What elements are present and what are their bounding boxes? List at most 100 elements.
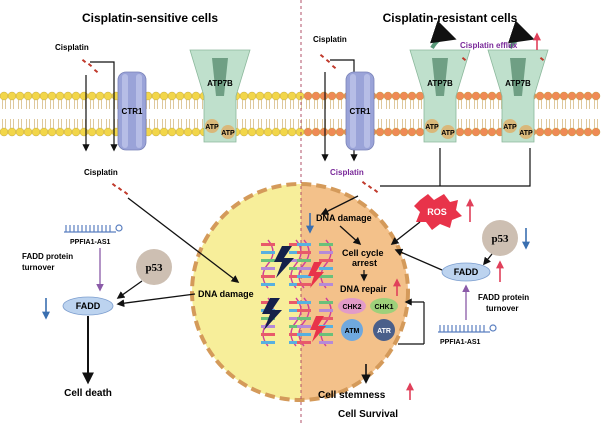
lipid-tail	[386, 100, 390, 109]
lipid-tail	[458, 100, 462, 109]
cisplatin-molecules-right	[319, 53, 337, 70]
lipid-tail	[570, 100, 574, 109]
lipid-head	[375, 127, 385, 137]
dna-base-pair	[289, 325, 303, 328]
lipid-tail	[58, 119, 62, 128]
lipid-tail	[66, 119, 70, 128]
lipid-head	[279, 91, 289, 101]
lipid-tail	[146, 119, 150, 128]
lipid-tail	[186, 119, 190, 128]
dna-damage-right: DNA damage	[316, 213, 372, 223]
lipid-tail	[306, 119, 310, 128]
lipid-tail	[490, 119, 494, 128]
dna-base-pair	[297, 267, 311, 270]
dna-base-pair	[297, 259, 311, 262]
dna-base-pair	[319, 341, 333, 344]
dna-base-pair	[319, 243, 333, 246]
atm-protein	[341, 319, 363, 341]
lipid-tail	[170, 100, 174, 109]
lipid-tail	[306, 100, 310, 109]
atr-label: ATR	[377, 328, 391, 335]
lipid-tail	[330, 100, 334, 109]
lipid-head	[55, 127, 65, 137]
lipid-tail	[42, 100, 46, 109]
lipid-head	[567, 127, 577, 137]
lipid-tail	[546, 119, 550, 128]
fadd-turnover-label-right-1: FADD protein	[478, 293, 529, 302]
lipid-head	[559, 91, 569, 101]
lipid-tail	[538, 119, 542, 128]
arrow-p53-to-fadd-left	[116, 280, 143, 299]
atp-label-right-2a: ATP	[503, 124, 517, 131]
lipid-head	[543, 91, 553, 101]
lipid-head	[255, 91, 265, 101]
chk2-protein	[338, 298, 366, 314]
lipid-head	[183, 91, 193, 101]
lipid-tail	[26, 119, 30, 128]
atm-label: ATM	[345, 328, 360, 335]
ros-label: ROS	[427, 207, 447, 217]
lipid-tail	[34, 100, 38, 109]
dna-backbone	[320, 297, 332, 347]
lipid-tail	[250, 119, 254, 128]
lipid-tail	[578, 100, 582, 109]
dna-backbone	[298, 297, 310, 347]
cisplatin-molecules-left	[81, 58, 99, 74]
lipid-head	[63, 127, 73, 137]
chk1-protein	[370, 298, 398, 314]
dna-repair-label: DNA repair	[340, 284, 387, 294]
dna-base-pair	[261, 267, 275, 270]
lipid-tail	[162, 119, 166, 128]
lipid-head	[455, 127, 465, 137]
lipid-tail	[498, 100, 502, 109]
lipid-head	[311, 91, 321, 101]
lipid-tail	[154, 119, 158, 128]
dna-base-pair	[289, 275, 303, 278]
atp-label-right-1a: ATP	[425, 124, 439, 131]
atp-label-right-1b: ATP	[441, 130, 455, 137]
lipid-head	[487, 127, 497, 137]
lipid-head	[535, 127, 545, 137]
dna-base-pair	[319, 317, 333, 320]
lipid-head	[159, 127, 169, 137]
lipid-head	[191, 127, 201, 137]
lipid-tail	[418, 119, 422, 128]
lipid-tail	[378, 119, 382, 128]
lipid-head	[319, 91, 329, 101]
dna-base-pair	[319, 283, 333, 286]
lipid-head	[191, 91, 201, 101]
lipid-tail	[554, 100, 558, 109]
lipid-tail	[2, 119, 6, 128]
lipid-tail	[482, 100, 486, 109]
lipid-tail	[18, 100, 22, 109]
lipid-tail	[498, 119, 502, 128]
lipid-head	[399, 91, 409, 101]
lipid-tail	[10, 119, 14, 128]
arrow-cisplatin-to-dna-right	[320, 195, 359, 215]
lipid-tail	[42, 119, 46, 128]
title-resistant: Cisplatin-resistant cells	[383, 11, 518, 25]
cell-cycle-label-1: Cell cycle	[342, 248, 384, 258]
lipid-head	[391, 127, 401, 137]
atp-label-left-1: ATP	[205, 124, 219, 131]
lipid-head	[39, 127, 49, 137]
bracket-to-atp7b-2	[380, 148, 531, 187]
lipid-tail	[490, 100, 494, 109]
dna-base-pair	[297, 275, 311, 278]
lipid-tail	[66, 100, 70, 109]
lipid-tail	[178, 100, 182, 109]
lipid-head	[151, 127, 161, 137]
dna-base-pair	[319, 259, 333, 262]
lipid-tail	[258, 100, 262, 109]
lipid-tail	[290, 100, 294, 109]
dna-base-pair	[289, 309, 303, 312]
lipid-tail	[546, 100, 550, 109]
arrow-fadd-to-cell-cycle	[394, 248, 443, 271]
lipid-head	[407, 91, 417, 101]
lipid-tail	[282, 100, 286, 109]
dna-base-pair	[297, 301, 311, 304]
lipid-head	[47, 91, 57, 101]
lipid-head	[79, 127, 89, 137]
lipid-head	[383, 91, 393, 101]
lipid-tail	[82, 119, 86, 128]
